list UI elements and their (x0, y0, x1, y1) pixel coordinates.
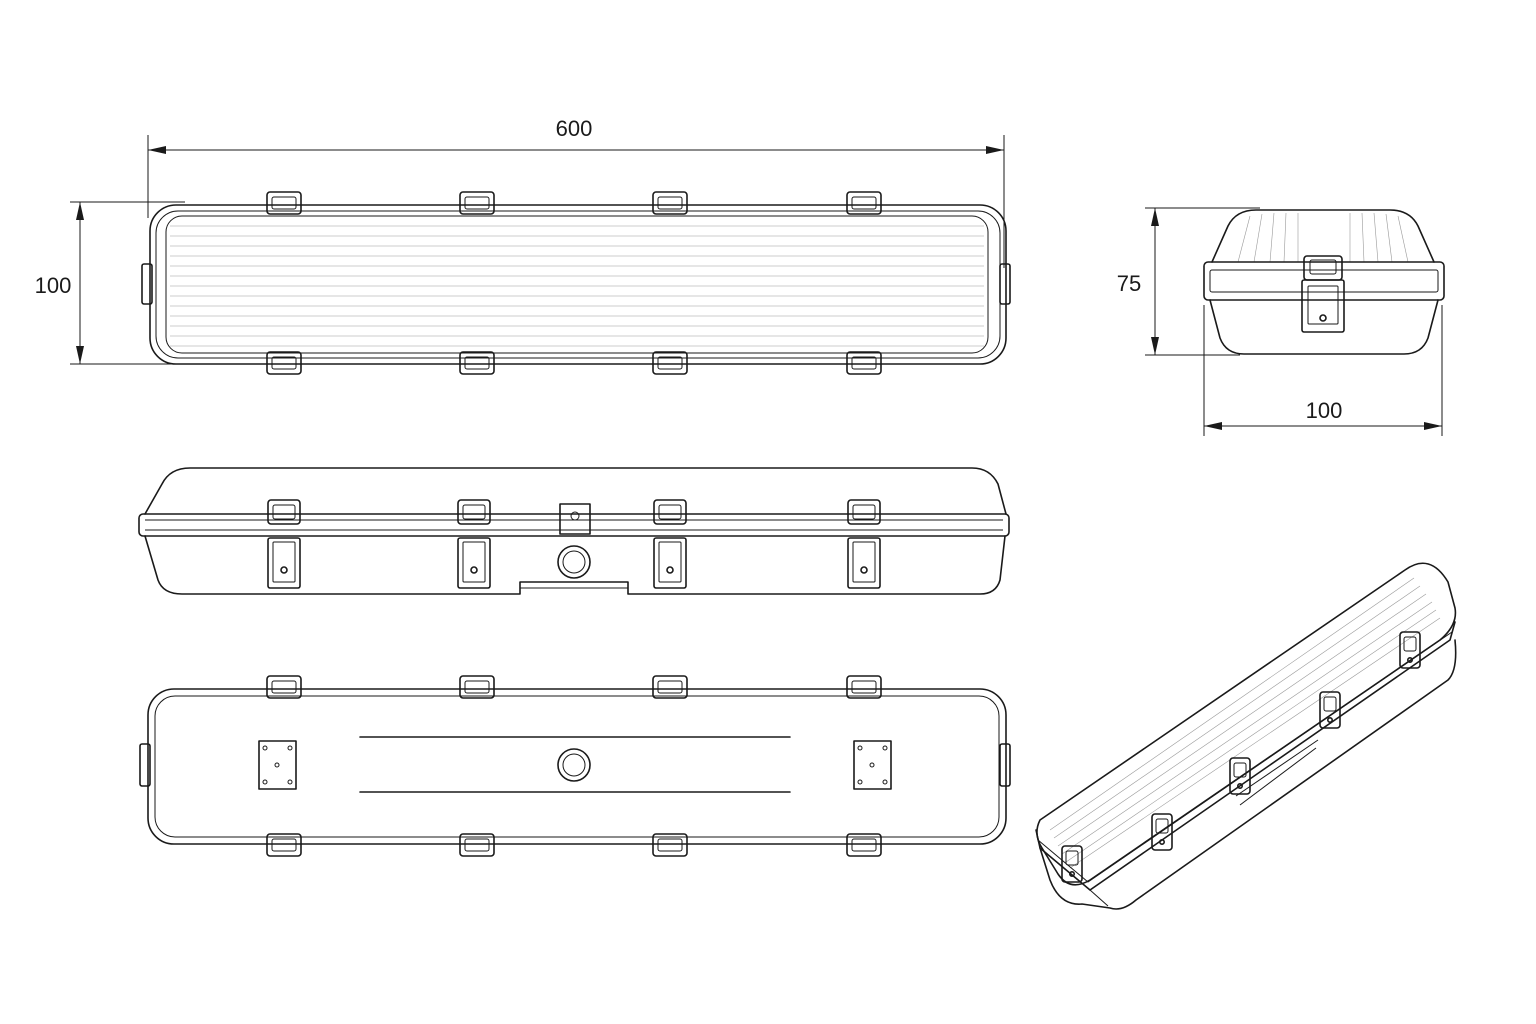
dimension-width-end-label: 100 (1306, 398, 1343, 423)
dimension-length-label: 600 (556, 116, 593, 141)
dimension-height-end-label: 75 (1117, 271, 1141, 296)
bottom-view-clip (846, 675, 882, 699)
top-view-clip (266, 351, 302, 375)
dimension-width-top: 100 (35, 201, 185, 365)
isometric-ribs (1049, 577, 1441, 869)
top-view-clip (652, 351, 688, 375)
dimension-length: 600 (147, 116, 1005, 268)
top-view-clip (846, 351, 882, 375)
bottom-view-clip (652, 675, 688, 699)
end-view (1203, 209, 1445, 355)
top-view-clip (459, 351, 495, 375)
bottom-view (139, 675, 1011, 857)
dimension-height-end: 75 (1117, 207, 1260, 356)
bottom-view-clip (266, 675, 302, 699)
side-view (138, 467, 1010, 595)
bottom-view-clip (459, 675, 495, 699)
dimension-width-top-label: 100 (35, 273, 72, 298)
isometric-latch (1061, 845, 1083, 883)
diffuser-ribs (170, 225, 984, 347)
end-view-ribs (1237, 212, 1409, 263)
dimension-width-end: 100 (1203, 305, 1443, 436)
isometric-view (1035, 562, 1457, 910)
top-view (141, 191, 1011, 375)
